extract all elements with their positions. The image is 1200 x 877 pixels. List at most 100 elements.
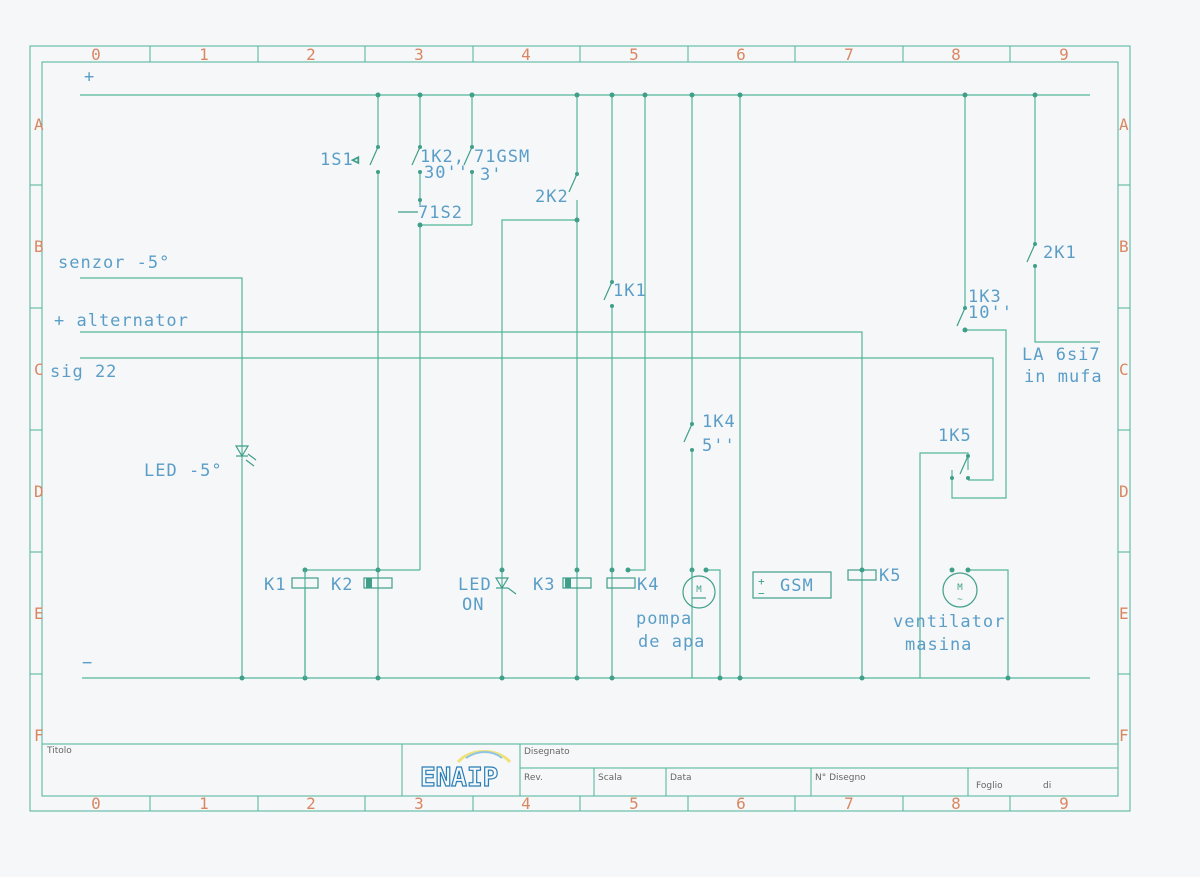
loads-row: K1 K2 LED ON K3 K4 M pompa de apa + − GS… (264, 566, 1005, 678)
fan-label-1: ventilator (893, 612, 1005, 632)
led-on-label-1: LED (458, 575, 492, 595)
supply-rails: + − (80, 67, 1090, 679)
col-index: 5 (629, 794, 639, 813)
col-index: 9 (1059, 45, 1069, 64)
contact-71gsm: 71GSM (474, 147, 530, 167)
coil-k5 (847, 569, 877, 581)
row-index: E (34, 604, 44, 623)
disegnato-label: Disegnato (524, 747, 570, 757)
note-la-line1: LA 6si7 (1022, 345, 1101, 365)
col-index: 1 (199, 45, 209, 64)
col-index: 9 (1059, 794, 1069, 813)
col-index: 8 (951, 794, 961, 813)
gsm-minus-icon: − (758, 587, 765, 600)
row-index: D (34, 482, 44, 501)
load-k4-label: K4 (637, 575, 659, 595)
title-block: Titolo Disegnato Rev. Scala Data N° Dise… (41, 743, 1119, 797)
sensor-led: LED -5° (144, 445, 257, 481)
row-index: C (34, 360, 44, 379)
contact-1s1: 1S1 (320, 150, 354, 170)
junction-dots (239, 92, 1038, 681)
logo-text: ENAIP (420, 763, 498, 793)
contact-1k4-time: 5'' (702, 436, 736, 456)
col-index: 0 (91, 45, 101, 64)
row-index: A (1119, 115, 1129, 134)
scala-label: Scala (598, 773, 622, 783)
row-index: F (1119, 726, 1129, 745)
note-la-line2: in mufa (1024, 367, 1103, 387)
row-index: D (1119, 482, 1129, 501)
coil-k4 (606, 577, 636, 589)
col-index: 7 (844, 45, 854, 64)
minus-symbol: − (82, 653, 93, 673)
row-index: C (1119, 360, 1129, 379)
col-index: 6 (736, 794, 746, 813)
contact-1k3-time: 10'' (968, 303, 1013, 323)
load-k2-label: K2 (331, 575, 353, 595)
di-label: di (1043, 781, 1051, 791)
row-index-left: A B C D E F (34, 115, 44, 745)
row-index: B (34, 237, 44, 256)
col-index: 3 (414, 794, 424, 813)
pump-label-1: pompa (636, 609, 692, 629)
contact-1k3: 1K3 (968, 287, 1002, 307)
column-index-top: 0 1 2 3 4 5 6 7 8 9 (91, 45, 1069, 64)
fan-motor-icon (942, 572, 978, 608)
row-index-right: A B C D E F (1119, 115, 1129, 745)
n-disegno-label: N° Disegno (815, 773, 866, 783)
pump-motor-letter: M (696, 585, 702, 595)
contact-1k5: 1K5 (938, 426, 972, 446)
contact-2k2: 2K2 (535, 187, 569, 207)
led-on-label-2: ON (462, 595, 484, 615)
fan-label-2: masina (905, 635, 972, 655)
row-index: B (1119, 237, 1129, 256)
titolo-label: Titolo (46, 746, 72, 756)
contact-1k4: 1K4 (702, 412, 736, 432)
col-index: 7 (844, 794, 854, 813)
contact-1k1: 1K1 (613, 281, 647, 301)
col-index: 4 (521, 794, 531, 813)
row-index: E (1119, 604, 1129, 623)
col-index: 2 (306, 45, 316, 64)
rev-label: Rev. (524, 773, 543, 783)
plus-symbol: + (84, 67, 95, 87)
pump-motor-icon (682, 575, 716, 609)
col-index: 1 (199, 794, 209, 813)
gsm-plus-icon: + (758, 575, 765, 588)
col-index: 3 (414, 45, 424, 64)
row-index: F (34, 726, 44, 745)
coil-k3 (562, 577, 592, 589)
contact-71gsm-time: 3' (480, 165, 502, 185)
senzor-label: senzor -5° (58, 253, 170, 273)
load-k1-label: K1 (264, 575, 286, 595)
ac-tilde-icon: ~ (957, 595, 963, 605)
col-index: 6 (736, 45, 746, 64)
contact-1k2-time: 30'' (424, 163, 469, 183)
col-index: 8 (951, 45, 961, 64)
load-k5-label: K5 (879, 566, 901, 586)
col-index: 2 (306, 794, 316, 813)
load-k3-label: K3 (533, 575, 555, 595)
input-lines: senzor -5° + alternator sig 22 (50, 253, 994, 678)
alternator-label: + alternator (54, 311, 189, 331)
fan-motor-letter: M (957, 583, 963, 593)
gsm-label: GSM (780, 576, 814, 596)
row-index: A (34, 115, 44, 134)
contact-71s2: 71S2 (418, 203, 463, 223)
sig-label: sig 22 (50, 362, 117, 382)
foglio-label: Foglio (976, 781, 1003, 791)
col-index: 4 (521, 45, 531, 64)
enaip-logo: ENAIP (419, 750, 512, 794)
pushbutton-icon: ◁ (352, 153, 359, 166)
pump-label-2: de apa (638, 632, 705, 652)
contact-1k2: 1K2, (420, 147, 465, 167)
coil-k2 (363, 577, 393, 589)
led-sensor-label: LED -5° (144, 461, 223, 481)
column-index-bottom: 0 1 2 3 4 5 6 7 8 9 (91, 794, 1069, 813)
col-index: 0 (91, 794, 101, 813)
col-index: 5 (629, 45, 639, 64)
contact-2k1: 2K1 (1043, 243, 1077, 263)
gsm-module (752, 571, 832, 599)
